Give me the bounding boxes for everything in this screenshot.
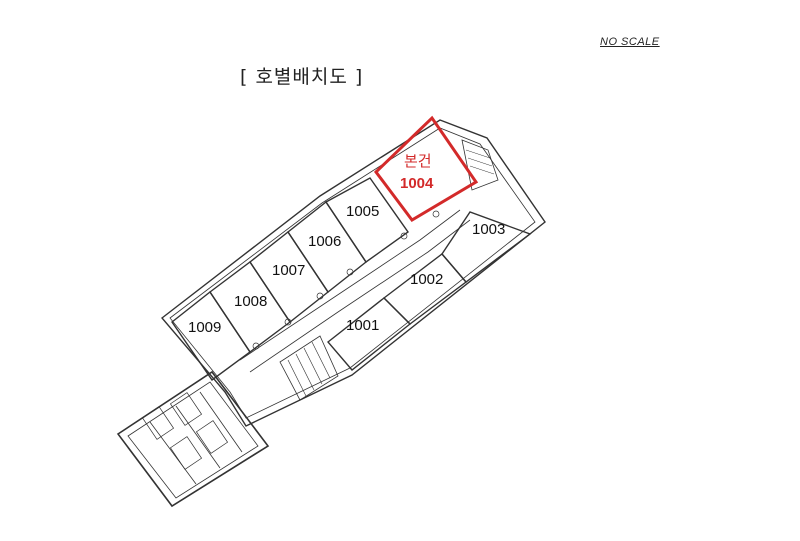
unit-cell-1004-highlight — [374, 115, 479, 222]
building-outline — [160, 119, 546, 427]
building-outline-inner — [169, 127, 536, 419]
highlight-label-top: 본건 — [404, 153, 432, 170]
scale-note: NO SCALE — [600, 36, 660, 48]
unit-label-1008: 1008 — [234, 293, 267, 310]
corridor-line — [249, 219, 471, 373]
stair-top-right — [461, 139, 499, 191]
unit-label-1002: 1002 — [410, 271, 443, 288]
unit-label-1007: 1007 — [272, 262, 305, 279]
annex-inner — [127, 381, 259, 499]
corridor-line — [239, 209, 461, 361]
annex-outline — [116, 370, 270, 508]
unit-cell-1005 — [324, 177, 409, 263]
unit-cell-1001 — [326, 297, 412, 371]
unit-label-1009: 1009 — [188, 319, 221, 336]
unit-label-1001: 1001 — [346, 317, 379, 334]
stair-core — [279, 335, 339, 401]
unit-label-1006: 1006 — [308, 233, 341, 250]
plan-title: [ 호별배치도 ] — [240, 66, 364, 88]
unit-cell-1003 — [441, 211, 532, 283]
unit-cell-1002 — [382, 253, 468, 325]
highlight-label-unit: 1004 — [400, 175, 434, 192]
unit-label-1003: 1003 — [472, 221, 505, 238]
unit-label-1005: 1005 — [346, 203, 379, 220]
